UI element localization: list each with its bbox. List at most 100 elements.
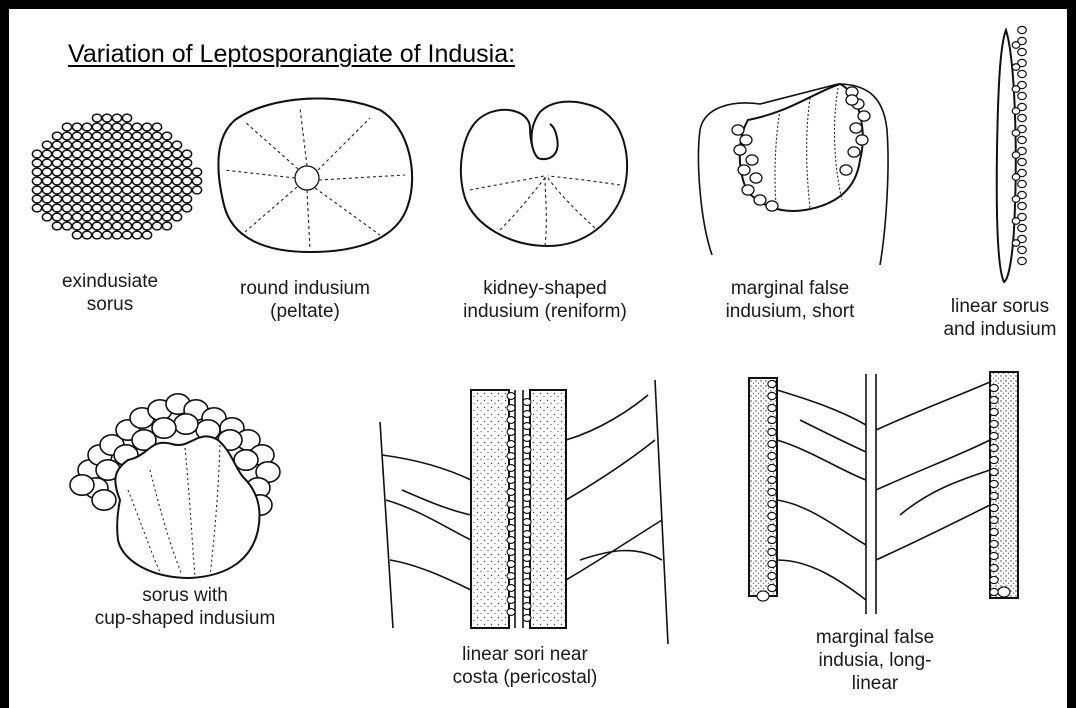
sporangium — [1012, 86, 1020, 92]
sporangium — [523, 435, 531, 442]
sporangium — [990, 432, 998, 439]
sporangium — [152, 186, 161, 194]
sporangium — [182, 177, 191, 185]
sporangium — [152, 204, 161, 212]
sporangium — [102, 222, 111, 230]
caption-line: marginal false — [790, 626, 960, 649]
sporangium — [62, 186, 71, 194]
caption-round-indusium: round indusium (peltate) — [215, 277, 395, 323]
sporangium — [122, 159, 131, 167]
sporangium — [768, 392, 776, 399]
sporangium — [768, 440, 776, 447]
sporangium — [122, 231, 131, 239]
sporangium — [112, 195, 121, 203]
caption-line: indusia, long- — [790, 649, 960, 672]
sporangium — [523, 591, 531, 598]
sporangium — [92, 150, 101, 158]
sporangium — [858, 111, 870, 121]
sporangium — [102, 114, 111, 122]
sporangium — [82, 159, 91, 167]
caption-line: indusium (reniform) — [440, 300, 650, 323]
sporangium — [82, 213, 91, 221]
sporangium — [42, 168, 51, 176]
sporangium — [152, 222, 161, 230]
sporangium — [70, 475, 94, 495]
sporangium — [82, 123, 91, 131]
sporangium — [152, 418, 176, 438]
round-indusium-figure — [218, 99, 412, 252]
sporangium — [52, 186, 61, 194]
sporangium — [72, 123, 81, 131]
sporangium — [768, 548, 776, 555]
sporangium — [1018, 92, 1027, 99]
sporangium — [172, 168, 181, 176]
sporangium — [192, 168, 201, 176]
caption-line: linear sorus — [930, 295, 1070, 318]
sporangium — [523, 447, 531, 454]
caption-line: indusium, short — [705, 300, 875, 323]
sporangium — [507, 573, 515, 580]
caption-linear-sorus: linear sorus and indusium — [930, 295, 1070, 341]
sporangium — [42, 195, 51, 203]
sporangium — [152, 213, 161, 221]
sporangium — [72, 195, 81, 203]
kidney-indusium-figure — [461, 102, 627, 246]
sporangium — [1012, 42, 1020, 48]
sporangium — [82, 177, 91, 185]
sporangium — [72, 204, 81, 212]
sporangium — [152, 123, 161, 131]
sporangium — [52, 177, 61, 185]
sporangium — [182, 186, 191, 194]
sporangium — [72, 186, 81, 194]
sporangium — [122, 150, 131, 158]
sporangium — [72, 213, 81, 221]
caption-line: sorus with — [70, 584, 300, 607]
sporangium — [1018, 70, 1027, 77]
sporangium — [142, 141, 151, 149]
sporangium — [990, 516, 998, 523]
caption-exindusiate-sorus: exindusiate sorus — [40, 270, 180, 316]
sporangium — [102, 213, 111, 221]
sporangium — [1012, 130, 1020, 136]
sporangium — [740, 135, 752, 145]
sporangium — [507, 501, 515, 508]
sporangium — [840, 165, 852, 175]
sporangium — [52, 195, 61, 203]
sporangium — [990, 396, 998, 403]
sporangium — [182, 168, 191, 176]
sporangium — [768, 452, 776, 459]
caption-kidney-indusium: kidney-shaped indusium (reniform) — [440, 277, 650, 323]
sporangium — [102, 150, 111, 158]
sporangium — [846, 95, 858, 105]
caption-marginal-false-long: marginal false indusia, long- linear — [790, 626, 960, 695]
sporangium — [42, 186, 51, 194]
sporangium — [1018, 136, 1027, 143]
sporangium — [132, 231, 141, 239]
sporangium — [92, 213, 101, 221]
sporangium — [768, 584, 776, 591]
caption-cup-indusium: sorus with cup-shaped indusium — [70, 584, 300, 630]
sporangium — [112, 159, 121, 167]
sporangium — [507, 489, 515, 496]
sporangium — [768, 476, 776, 483]
sporangium — [132, 204, 141, 212]
sporangium — [162, 150, 171, 158]
sporangium — [122, 114, 131, 122]
sporangium — [523, 615, 531, 622]
sporangium — [102, 168, 111, 176]
caption-line: and indusium — [930, 318, 1070, 341]
sporangium — [32, 186, 41, 194]
sporangium — [82, 204, 91, 212]
sporangium — [768, 416, 776, 423]
sporangium — [507, 585, 515, 592]
sporangium — [152, 150, 161, 158]
sporangium — [132, 123, 141, 131]
sporangium — [732, 125, 744, 135]
sporangium — [507, 513, 515, 520]
sporangium — [142, 132, 151, 140]
sporangium — [1012, 108, 1020, 114]
sporangium — [42, 177, 51, 185]
sporangium — [72, 159, 81, 167]
sporangium — [42, 150, 51, 158]
sporangium — [142, 159, 151, 167]
